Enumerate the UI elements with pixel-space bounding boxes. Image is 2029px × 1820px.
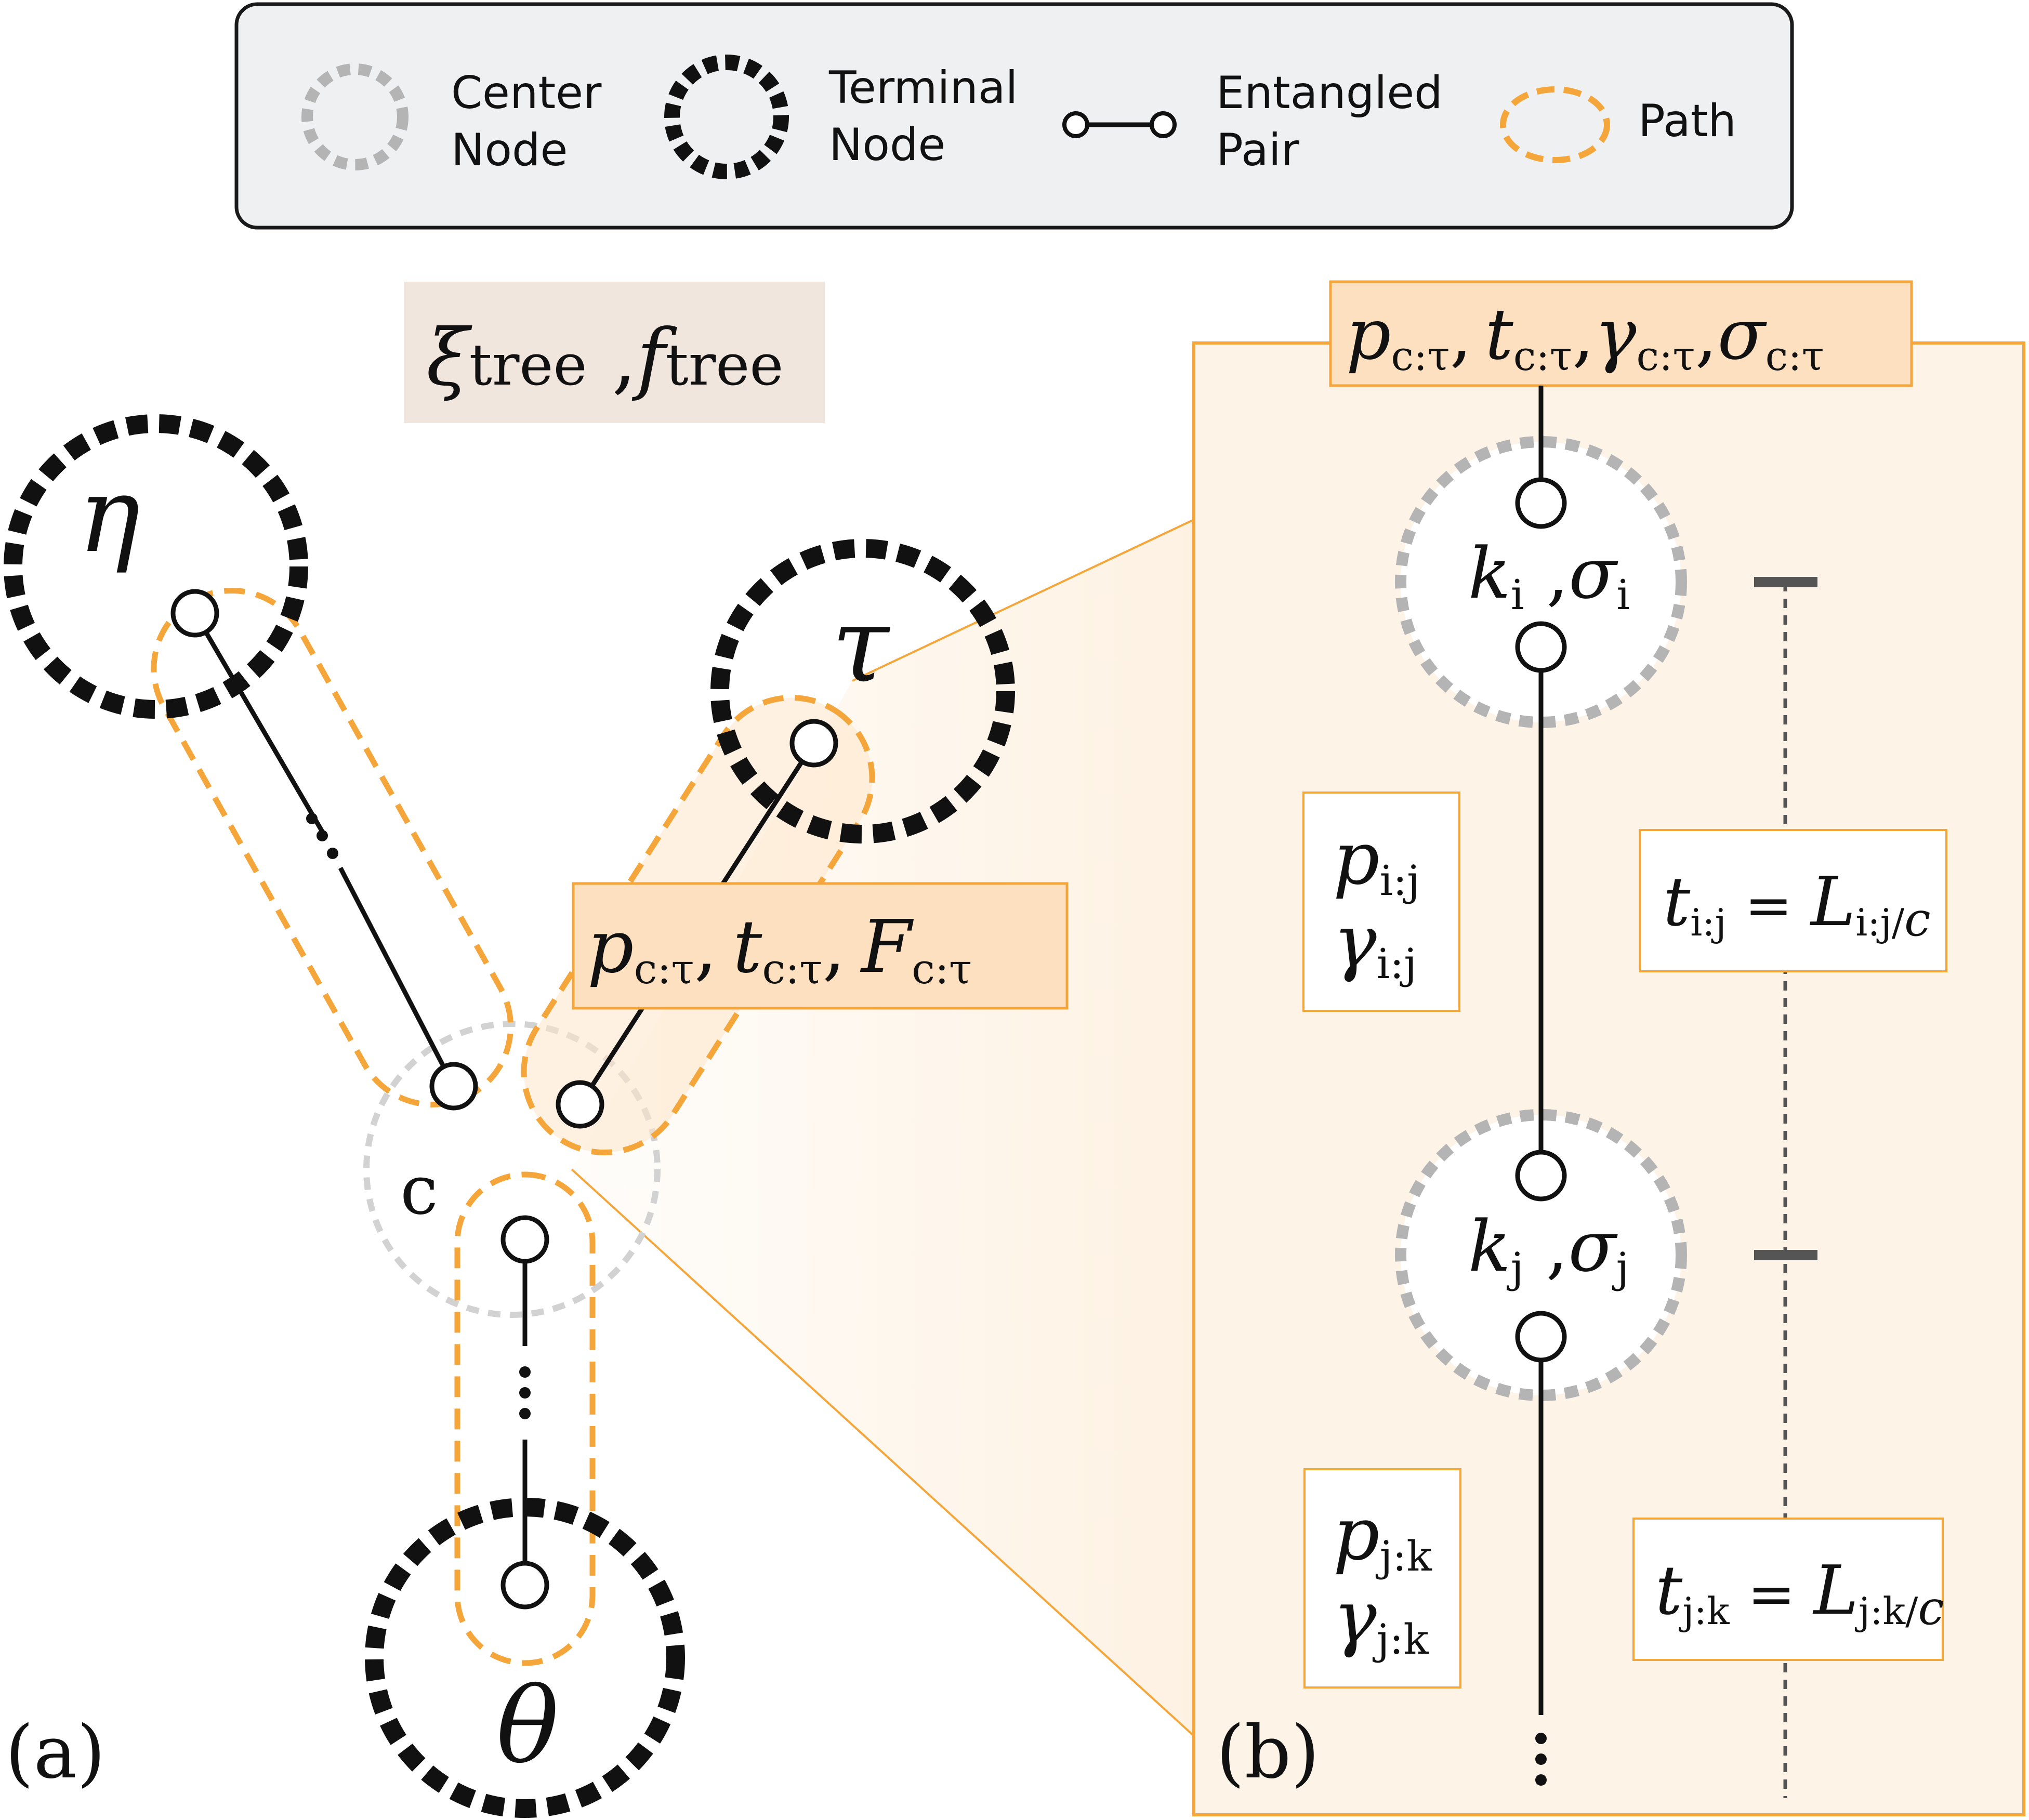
ellipsis-dot	[519, 1408, 531, 1419]
center-node-label: c	[400, 1151, 438, 1230]
legend-path-label: Path	[1638, 95, 1736, 147]
repeater-node-j	[1395, 1109, 1687, 1401]
qubit-theta	[500, 1561, 549, 1610]
link-ij-label-box	[1302, 792, 1460, 1012]
ellipsis-dot	[317, 830, 328, 841]
link-eta-upper	[193, 612, 324, 833]
terminal-node-theta	[365, 1498, 685, 1818]
panel-a-label: (a)	[5, 1710, 106, 1795]
path-eta-to-center	[151, 587, 514, 1111]
path-label-box	[572, 882, 1069, 1010]
qubit-center-eta	[429, 1062, 478, 1111]
node-j-label: kj ,σj	[1468, 1206, 1629, 1292]
tree-label-separator: ,	[587, 313, 637, 403]
ellipsis-dot	[306, 813, 318, 824]
link-jk-p: pj:k	[1333, 1492, 1432, 1580]
panel-b-top-label-box	[1329, 280, 1913, 387]
link-ij-gamma: γi:j	[1333, 900, 1417, 988]
legend-terminal-node-label-line1: Terminal	[828, 62, 1018, 114]
legend-box	[234, 2, 1794, 230]
legend-entangled-pair-label-line2: Pair	[1216, 124, 1300, 176]
zoom-line-top	[852, 519, 1194, 682]
link-jk-gamma: γj:k	[1333, 1575, 1429, 1664]
ellipsis-dot	[1535, 1753, 1547, 1765]
qubit-tau	[789, 719, 838, 768]
qubit-eta	[170, 589, 219, 638]
zoom-line-bottom	[571, 1168, 1195, 1737]
ellipsis-dot	[1535, 1774, 1547, 1786]
legend-center-node: Center Node	[301, 63, 602, 176]
legend: Center Node Terminal Node Entangled Pair…	[234, 2, 1794, 230]
tree-label-box	[404, 282, 825, 423]
legend-path-icon	[1500, 86, 1610, 163]
center-node-ring	[363, 1021, 661, 1318]
qubit-j-top	[1515, 1150, 1567, 1202]
legend-terminal-node-label-line2: Node	[829, 119, 945, 171]
panel-a: ξtree ,ftree	[4, 282, 1069, 1818]
qubit-j-bottom	[1515, 1311, 1567, 1363]
panel-b-label: (b)	[1216, 1710, 1320, 1795]
path-label-text: pc:τ,tc:τ,Fc:τ	[587, 905, 972, 993]
panel-b: pc:τ,tc:τ,γc:τ,σc:τ ki ,σi kj ,σj pi:j	[1216, 280, 1947, 1798]
time-jk-label: tj:k = Lj:k/c	[1655, 1551, 1944, 1636]
legend-entangled-pair-label-line1: Entangled	[1216, 67, 1443, 119]
legend-center-node-label-line1: Center	[451, 67, 602, 119]
link-eta-lower	[338, 866, 456, 1088]
time-ij-label-box	[1639, 829, 1947, 972]
path-outline-theta	[454, 1171, 596, 1666]
link-ij-p: pi:j	[1333, 816, 1420, 905]
xi-symbol: ξ	[426, 313, 472, 403]
legend-terminal-node: Terminal Node	[664, 55, 1018, 179]
ellipsis-dot	[519, 1366, 531, 1378]
link-jk-label-box	[1303, 1468, 1461, 1689]
qubit-i-top	[1515, 477, 1567, 529]
legend-center-node-label-line2: Node	[451, 124, 568, 176]
terminal-label-theta: θ	[496, 1666, 559, 1787]
terminal-node-tau	[710, 539, 1015, 843]
qubit-center-tau	[556, 1080, 604, 1129]
legend-center-node-icon	[301, 63, 409, 170]
ellipsis-dot	[327, 848, 338, 859]
panel-b-top-label-text: pc:τ,tc:τ,γc:τ,σc:τ	[1346, 294, 1824, 380]
legend-entangled-pair: Entangled Pair	[1062, 67, 1443, 176]
tree-label: ξtree ,ftree	[404, 282, 825, 423]
legend-path: Path	[1500, 86, 1736, 163]
zoom-wedge	[572, 520, 1194, 1736]
repeater-node-i	[1395, 436, 1687, 728]
legend-entangled-pair-right-qubit	[1150, 111, 1177, 138]
xi-subscript: tree	[469, 332, 587, 398]
f-subscript: tree	[666, 332, 784, 398]
legend-terminal-node-icon	[664, 55, 789, 179]
path-label: pc:τ,tc:τ,Fc:τ	[572, 882, 1069, 1010]
terminal-node-eta	[4, 414, 308, 719]
ellipsis-dot	[1535, 1733, 1547, 1744]
path-outline-eta	[151, 587, 514, 1107]
path-center-to-theta	[454, 1171, 596, 1666]
time-jk-label-box	[1632, 1518, 1944, 1661]
qubit-i-bottom	[1515, 621, 1567, 673]
time-ij-label: ti:j = Li:j/c	[1663, 862, 1931, 947]
qubit-center-theta	[500, 1215, 549, 1264]
legend-entangled-pair-left-qubit	[1062, 111, 1089, 138]
tree-label-text: ξtree ,ftree	[426, 313, 784, 403]
terminal-label-eta: η	[78, 455, 140, 576]
ellipsis-dot	[519, 1387, 531, 1399]
terminal-label-tau: τ	[832, 585, 891, 706]
node-i-label: ki ,σi	[1468, 533, 1630, 619]
